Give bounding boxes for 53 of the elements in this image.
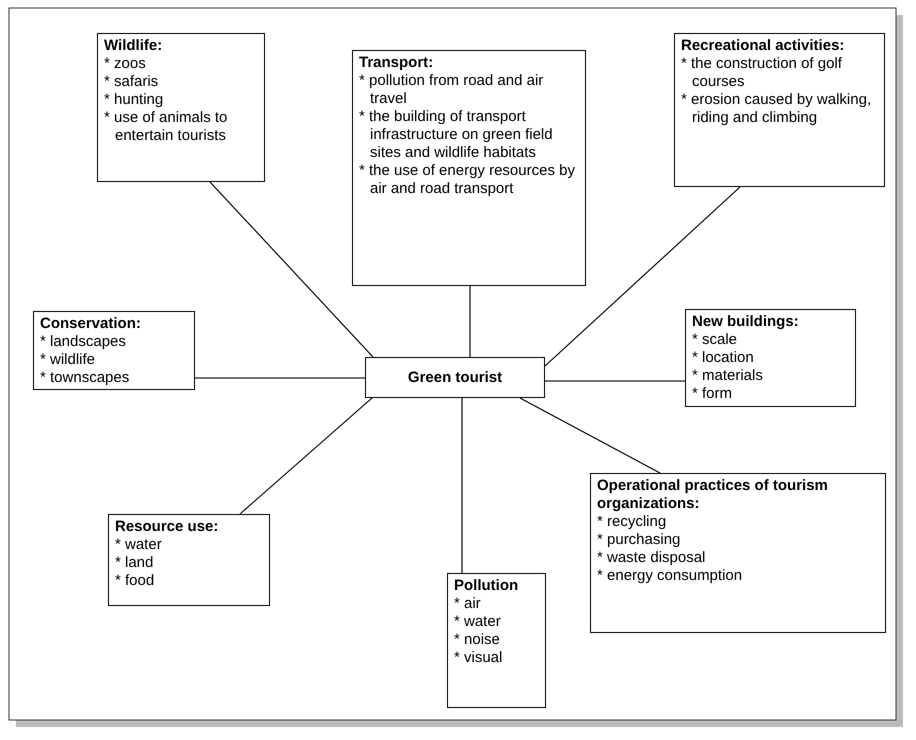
topic-heading: Operational practices of tourism organizations: — [597, 477, 829, 513]
topic-heading: Recreational activities: — [681, 37, 846, 55]
connector-line — [240, 398, 372, 514]
list-item: * visual — [454, 649, 504, 667]
central-box — [365, 357, 545, 398]
list-item: * materials — [692, 367, 764, 385]
connector-line — [195, 377, 365, 379]
topic-heading: Pollution — [454, 577, 520, 595]
list-item: * hunting — [104, 91, 164, 109]
topic-box — [674, 33, 885, 187]
list-item: * scale — [692, 331, 738, 349]
list-item: * waste disposal — [597, 549, 706, 567]
topic-box — [685, 309, 856, 407]
topic-heading: Conservation: — [40, 315, 142, 333]
list-item: * the construction of golf courses — [681, 55, 843, 91]
list-item: * safaris — [104, 73, 160, 91]
topic-heading: New buildings: — [692, 313, 800, 331]
topic-heading: Transport: — [359, 54, 434, 72]
list-item: * erosion caused by walking, riding and climbing — [681, 91, 872, 127]
list-item: * the building of transport infrastructure on green field sites and wildlife habitats — [359, 108, 554, 162]
list-item: * the use of energy resources by air and road transport — [359, 162, 576, 198]
list-item: * noise — [454, 631, 501, 649]
connector-line — [520, 398, 660, 474]
list-item: * water — [454, 613, 502, 631]
list-item: * location — [692, 349, 755, 367]
list-item: * use of animals to entertain tourists — [104, 109, 228, 145]
list-item: * energy consumption — [597, 567, 744, 585]
list-item: * form — [692, 385, 734, 403]
topic-box — [352, 50, 586, 286]
list-item: * pollution from road and air travel — [359, 72, 544, 108]
list-item: * food — [115, 572, 156, 590]
topic-box — [447, 573, 546, 708]
topic-box — [33, 311, 195, 390]
list-item: * townscapes — [40, 369, 130, 387]
list-item: * wildlife — [40, 351, 96, 369]
list-item: * purchasing — [597, 531, 682, 549]
connector-line — [544, 186, 740, 366]
topic-heading: Wildlife: — [104, 37, 164, 55]
topic-heading: Resource use: — [115, 518, 220, 536]
list-item: * zoos — [104, 55, 147, 73]
list-item: * land — [115, 554, 154, 572]
topic-box — [108, 514, 270, 606]
list-item: * recycling — [597, 513, 668, 531]
connector-line — [461, 398, 463, 573]
connector-line — [210, 182, 374, 358]
list-item: * air — [454, 595, 482, 613]
list-item: * water — [115, 536, 163, 554]
list-item: * landscapes — [40, 333, 127, 351]
topic-box — [97, 33, 265, 182]
connector-line — [545, 380, 685, 382]
topic-box — [590, 473, 886, 633]
central-label: Green tourist — [408, 368, 502, 386]
connector-line — [469, 286, 471, 357]
